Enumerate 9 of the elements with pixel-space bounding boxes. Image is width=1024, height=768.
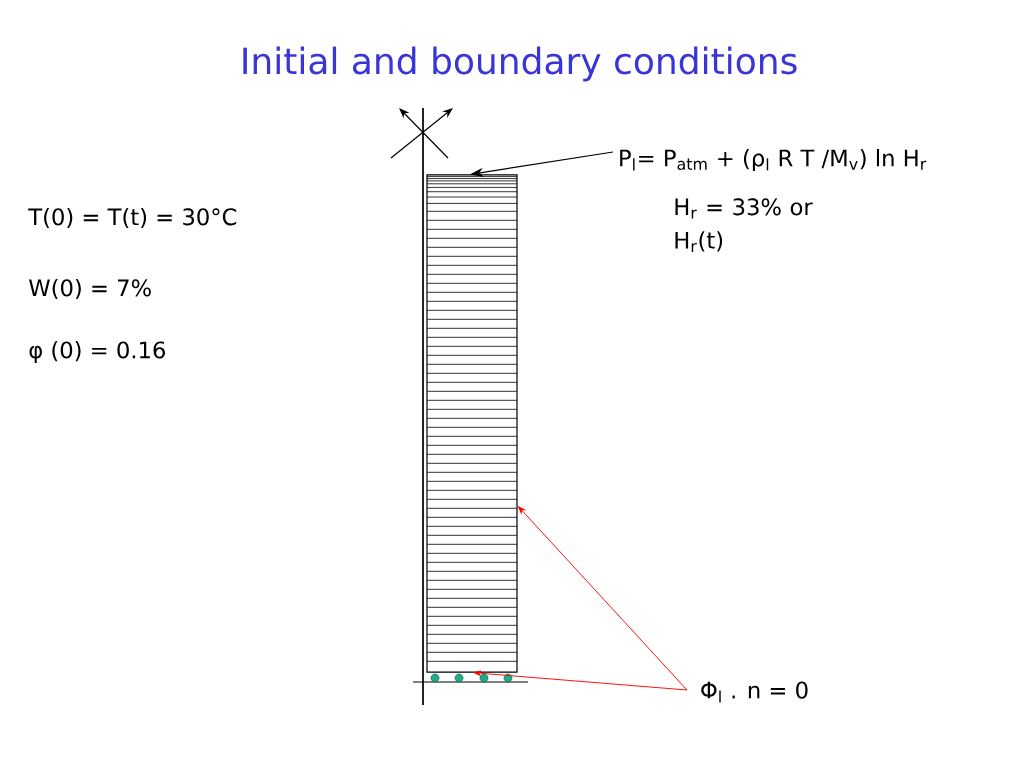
arrow <box>518 506 688 691</box>
formula-text: H$_{r}$ = 33% or H$_{r}$(t) <box>675 198 813 252</box>
condition-text: W(0) = 7% <box>29 278 151 300</box>
title: Initial and boundary conditions <box>243 46 797 82</box>
formula-text: Φ$_{l}$ . n = 0 <box>701 681 808 703</box>
condition-text: φ (0) = 0.16 <box>29 341 165 363</box>
arrow <box>473 670 688 691</box>
condition-text: T(0) = T(t) = 30°C <box>28 207 237 229</box>
formula-text: P$_{l}$= P$_{atm}$ + (ρ$_{l}$ R T /M$_{v}$) ln H$_{r}$ <box>620 149 927 171</box>
